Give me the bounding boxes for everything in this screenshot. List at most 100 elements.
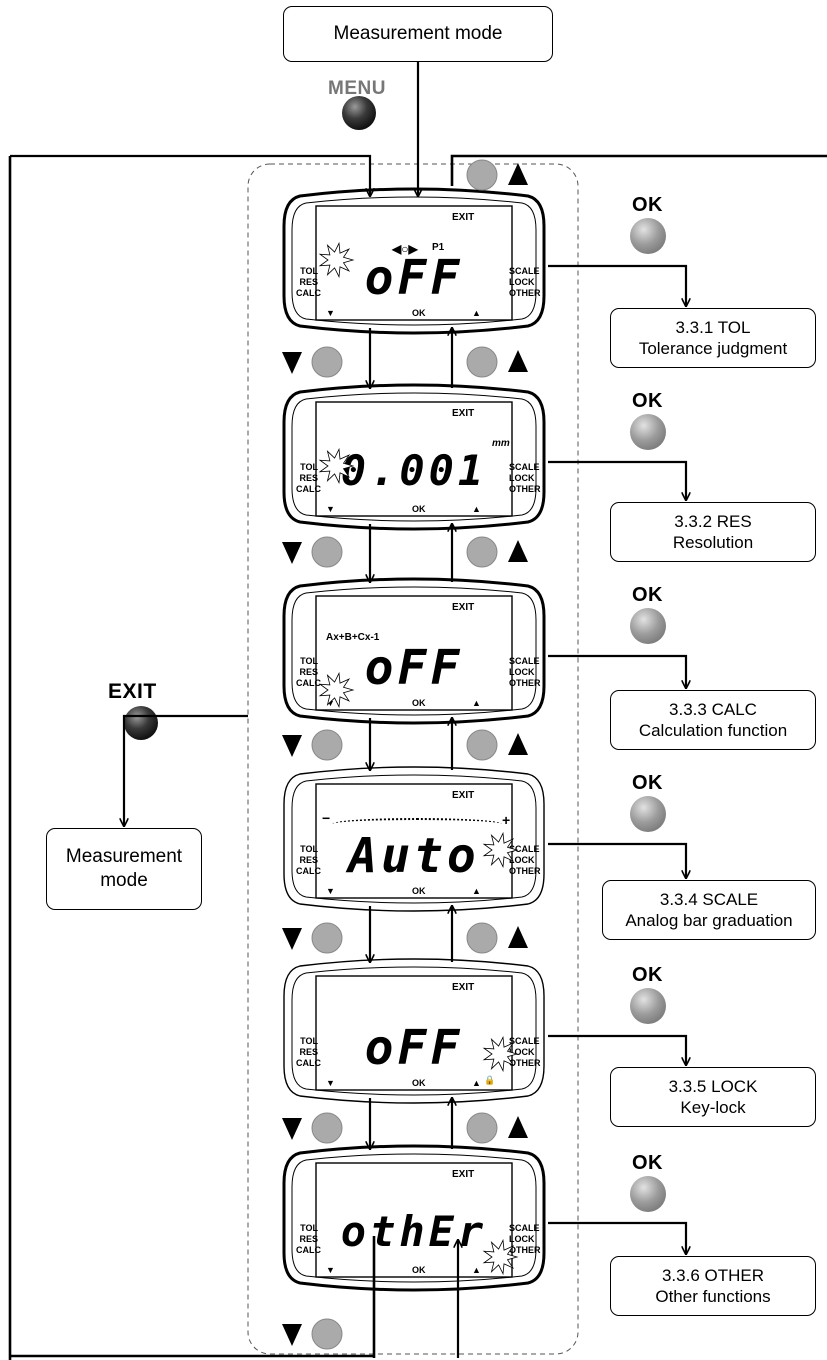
ok-connector-4 (548, 842, 686, 878)
up-key-button[interactable] (466, 729, 498, 761)
lcd-ok-label: OK (412, 1265, 426, 1275)
menu-button[interactable] (342, 96, 376, 130)
down-key-button[interactable] (311, 536, 343, 568)
down-key-button[interactable] (311, 1112, 343, 1144)
lcd-analog-bar (332, 818, 502, 830)
exit-button[interactable] (124, 706, 158, 740)
up-key-button[interactable] (466, 159, 498, 191)
lcd-up-indicator: ▲ (472, 698, 481, 708)
ok-button-label-5: OK (632, 964, 663, 986)
up-key-button[interactable] (466, 536, 498, 568)
lcd-up-indicator: ▲ (472, 886, 481, 896)
down-key-button[interactable] (311, 922, 343, 954)
measurement-mode-left-line2: mode (100, 870, 148, 891)
ok-button-3[interactable] (630, 608, 666, 644)
lcd-right-label-lock: LOCK (509, 855, 535, 865)
lcd-left-label-res: RES (299, 855, 318, 865)
lcd-down-indicator: ▼ (326, 504, 335, 514)
ok-button-6[interactable] (630, 1176, 666, 1212)
function-box-line: 3.3.4 SCALE (659, 889, 759, 909)
up-key-icon (508, 926, 528, 948)
blink-marker-icon (482, 831, 519, 869)
lcd-right-label-other: OTHER (509, 1058, 541, 1068)
ok-button-5[interactable] (630, 988, 666, 1024)
lcd-right-label-other: OTHER (509, 288, 541, 298)
lcd-left-label-calc: CALC (296, 288, 321, 298)
function-box-line: Tolerance judgment (638, 339, 788, 358)
down-key-button[interactable] (311, 346, 343, 378)
lcd-up-indicator: ▲ (472, 1078, 481, 1088)
up-key-icon (508, 733, 528, 755)
lcd-exit-label: EXIT (452, 408, 475, 419)
blink-marker-icon (482, 1035, 519, 1073)
lcd-left-label-calc: CALC (296, 1058, 321, 1068)
lcd-exit-label: EXIT (452, 1169, 475, 1180)
lcd-right-label-other: OTHER (509, 484, 541, 494)
ok-button-label-4: OK (632, 772, 663, 794)
outer-top-right-line (450, 154, 827, 186)
lcd-left-label-res: RES (299, 473, 318, 483)
ok-connector-6 (548, 1221, 686, 1254)
lcd-exit-label: EXIT (452, 212, 475, 223)
lcd-left-label-res: RES (299, 667, 318, 677)
menu-button-label: MENU (328, 78, 386, 99)
down-key-icon (282, 1118, 302, 1140)
blink-marker-icon (318, 671, 355, 709)
ok-button-label-3: OK (632, 584, 663, 606)
lcd-formula-label: Ax+B+Cx-1 (326, 632, 380, 643)
ok-connector-1 (548, 264, 686, 306)
lcd-main-readout: oFF (364, 1020, 464, 1076)
lcd-unit-label: mm (492, 438, 510, 449)
measurement-mode-box-top: Measurement mode (283, 6, 553, 62)
lcd-ok-label: OK (412, 698, 426, 708)
menu-entry-line (10, 154, 370, 196)
up-key-button[interactable] (466, 346, 498, 378)
ok-button-4[interactable] (630, 796, 666, 832)
lcd-left-label-calc: CALC (296, 484, 321, 494)
lcd-up-indicator: ▲ (472, 504, 481, 514)
lcd-right-label-scale: SCALE (509, 1223, 540, 1233)
lcd-right-label-other: OTHER (509, 1245, 541, 1255)
up-key-button[interactable] (466, 922, 498, 954)
ok-button-label-6: OK (632, 1152, 663, 1174)
function-box-line: Calculation function (638, 721, 788, 740)
exit-connector (124, 714, 248, 826)
lcd-right-label-scale: SCALE (509, 462, 540, 472)
down-key-icon (282, 928, 302, 950)
down-key-button[interactable] (311, 729, 343, 761)
ok-button-label-1: OK (632, 194, 663, 216)
blink-marker-icon (318, 447, 355, 485)
function-box-line: Other functions (655, 1287, 771, 1306)
lcd-main-readout: oFF (364, 250, 464, 306)
lcd-bar-minus: − (322, 810, 331, 826)
lcd-left-label-calc: CALC (296, 866, 321, 876)
function-box-line: Resolution (672, 533, 754, 552)
measurement-mode-box-left: Measurement mode (46, 828, 202, 910)
down-key-button[interactable] (311, 1318, 343, 1350)
lcd-tol-indicator: ◀○▶ (392, 242, 418, 256)
function-box-line: Key-lock (680, 1098, 746, 1117)
measurement-mode-left-line1: Measurement (65, 846, 183, 868)
ok-button-label-2: OK (632, 390, 663, 412)
up-key-button[interactable] (466, 1112, 498, 1144)
lcd-main-readout: Auto (348, 828, 480, 884)
up-key-icon (508, 163, 528, 185)
ok-button-2[interactable] (630, 414, 666, 450)
exit-button-label: EXIT (108, 680, 157, 703)
ok-connector-5 (548, 1034, 686, 1065)
measurement-mode-label: Measurement mode (333, 23, 503, 45)
lcd-up-indicator: ▲ (472, 1265, 481, 1275)
lcd-right-label-other: OTHER (509, 678, 541, 688)
ok-button-1[interactable] (630, 218, 666, 254)
